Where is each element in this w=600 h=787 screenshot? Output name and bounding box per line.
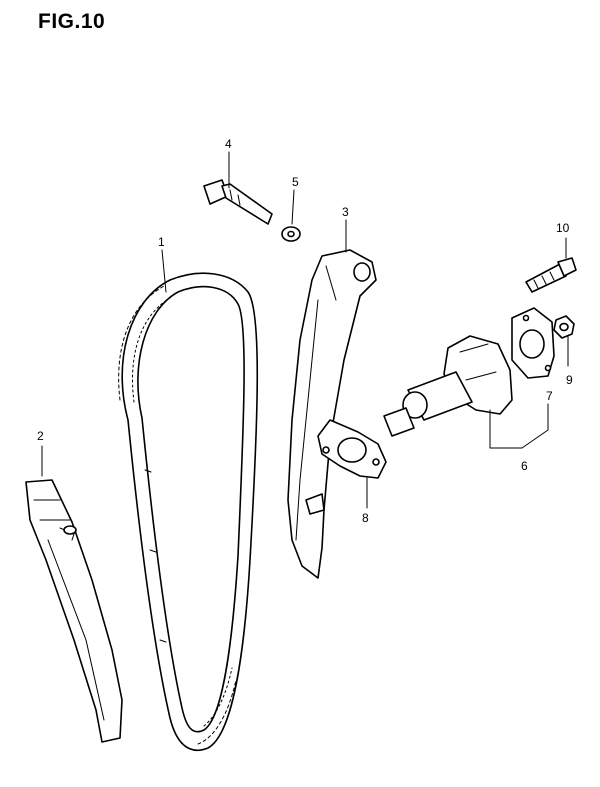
callout-6: 6 — [521, 459, 528, 473]
callout-4: 4 — [225, 137, 232, 151]
leader-lines — [41, 151, 569, 509]
callout-3: 3 — [342, 205, 349, 219]
cam-chain-part — [118, 272, 259, 752]
callout-5: 5 — [292, 175, 299, 189]
figure-title: FIG.10 — [38, 10, 106, 33]
callout-1: 1 — [158, 235, 165, 249]
callout-7: 7 — [546, 389, 553, 403]
callout-9: 9 — [566, 373, 573, 387]
callout-8: 8 — [362, 511, 369, 525]
screw-part — [525, 257, 577, 293]
tensioner-guide-part — [287, 249, 377, 579]
washer-part — [281, 226, 301, 242]
gasket-part — [317, 419, 387, 479]
bolt-part — [203, 179, 273, 225]
callout-10: 10 — [556, 221, 570, 235]
tensioner-assembly-part — [383, 335, 513, 437]
callout-2: 2 — [37, 429, 44, 443]
chain-guide-part — [25, 479, 123, 743]
nut-part — [553, 315, 575, 339]
small-gasket-part — [511, 307, 555, 379]
